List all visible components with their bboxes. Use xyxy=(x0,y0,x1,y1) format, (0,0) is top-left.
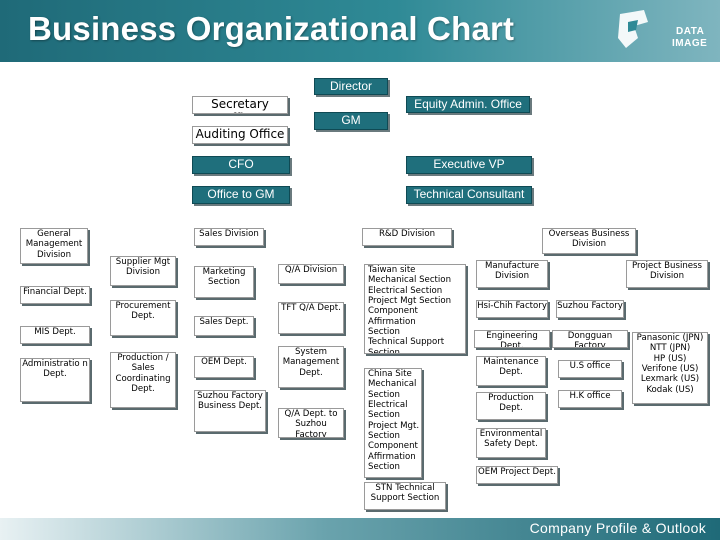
sales-dept-box: Sales Dept. xyxy=(194,316,254,336)
gm-box: GM xyxy=(314,112,388,130)
stn-technical-support-box: STN Technical Support Section xyxy=(364,482,446,510)
customer-item: Verifone (US) xyxy=(641,363,699,374)
taiwan-site-line: Mechanical Section xyxy=(368,275,452,286)
technical-consultant-box: Technical Consultant xyxy=(406,186,532,204)
us-office-box: U.S office xyxy=(558,360,622,378)
customer-item: Panasonic (JPN) xyxy=(636,333,704,343)
data-image-logo: DATA IMAGE xyxy=(614,8,714,56)
dongguan-factory-box: Dongguan Factory xyxy=(552,330,628,348)
production-dept-box: Production Dept. xyxy=(476,392,546,420)
china-site-line: Affirmation xyxy=(368,451,416,462)
customer-item: Kodak (US) xyxy=(646,384,694,395)
qa-division-box: Q/A Division xyxy=(278,264,344,284)
customer-item: Lexmark (US) xyxy=(640,374,700,385)
customer-item: HP (US) xyxy=(653,353,687,364)
logo-mark-icon xyxy=(618,10,648,48)
sales-division-box: Sales Division xyxy=(194,228,264,246)
rnd-division-box: R&D Division xyxy=(362,228,452,246)
hsi-chih-factory-box: Hsi-Chih Factory xyxy=(476,300,548,318)
suzhou-factory-box: Suzhou Factory xyxy=(556,300,624,318)
production-sales-coordinating-box: Production / Sales Coordinating Dept. xyxy=(110,352,176,408)
cfo-box: CFO xyxy=(192,156,290,174)
taiwan-site-line: Electrical Section xyxy=(368,285,443,296)
mis-dept-box: MIS Dept. xyxy=(20,326,90,344)
taiwan-site-line: Section xyxy=(368,347,400,354)
footer-text: Company Profile & Outlook xyxy=(529,520,706,536)
office-to-gm-box: Office to GM xyxy=(192,186,290,204)
secretary-office-box: Secretary Office xyxy=(192,96,288,114)
administration-dept-box: Administratio n Dept. xyxy=(20,358,90,402)
marketing-section-box: Marketing Section xyxy=(194,266,254,298)
china-site-line: Component xyxy=(368,441,418,452)
equity-admin-box: Equity Admin. Office xyxy=(406,96,530,113)
taiwan-site-line: Project Mgt Section xyxy=(368,295,452,306)
system-management-dept-box: System Management Dept. xyxy=(278,346,344,388)
oem-dept-box: OEM Dept. xyxy=(194,356,254,378)
qa-dept-suzhou-factory-box: Q/A Dept. to Suzhou Factory xyxy=(278,408,344,438)
general-management-division-box: General Management Division xyxy=(20,228,88,264)
header-bar: Business Organizational Chart DATA IMAGE xyxy=(0,0,720,62)
taiwan-site-line: Section xyxy=(368,326,400,337)
china-site-line: Section xyxy=(368,410,400,421)
china-site-line: Mechanical xyxy=(368,379,417,390)
china-site-line: Section xyxy=(368,389,400,400)
manufacture-division-box: Manufacture Division xyxy=(476,260,548,288)
director-box: Director xyxy=(314,78,388,95)
taiwan-site-line: Taiwan site xyxy=(368,265,416,275)
auditing-office-box: Auditing Office xyxy=(192,126,288,144)
engineering-dept-box: Engineering Dept. xyxy=(474,330,550,348)
china-site-line: China Site xyxy=(368,369,412,379)
china-site-line: Section xyxy=(368,430,400,441)
maintenance-dept-box: Maintenance Dept. xyxy=(476,356,546,386)
logo-text-data: DATA xyxy=(676,26,705,37)
footer-bar: Company Profile & Outlook xyxy=(0,518,720,540)
page-title: Business Organizational Chart xyxy=(28,10,515,47)
procurement-dept-box: Procurement Dept. xyxy=(110,300,176,336)
customer-item: NTT (JPN) xyxy=(649,343,691,354)
taiwan-site-line: Technical Support xyxy=(368,337,445,348)
project-business-division-box: Project Business Division xyxy=(626,260,708,288)
logo-text-image: IMAGE xyxy=(672,38,708,49)
customer-list-box: Panasonic (JPN)NTT (JPN)HP (US)Verifone … xyxy=(632,332,708,404)
hk-office-box: H.K office xyxy=(558,390,622,408)
financial-dept-box: Financial Dept. xyxy=(20,286,90,304)
china-site-line: Section xyxy=(368,461,400,472)
overseas-business-division-box: Overseas Business Division xyxy=(542,228,636,254)
tft-qa-dept-box: TFT Q/A Dept. xyxy=(278,302,344,334)
suzhou-factory-business-dept-box: Suzhou Factory Business Dept. xyxy=(194,390,266,432)
taiwan-site-line: Component Affirmation xyxy=(368,306,418,327)
environmental-safety-dept-box: Environmental Safety Dept. xyxy=(476,428,546,458)
china-site-line: Electrical xyxy=(368,399,408,410)
china-site-line: Project Mgt. xyxy=(368,420,420,431)
oem-project-dept-box: OEM Project Dept. xyxy=(476,466,558,484)
supplier-mgt-division-box: Supplier Mgt Division xyxy=(110,256,176,286)
executive-vp-box: Executive VP xyxy=(406,156,532,174)
